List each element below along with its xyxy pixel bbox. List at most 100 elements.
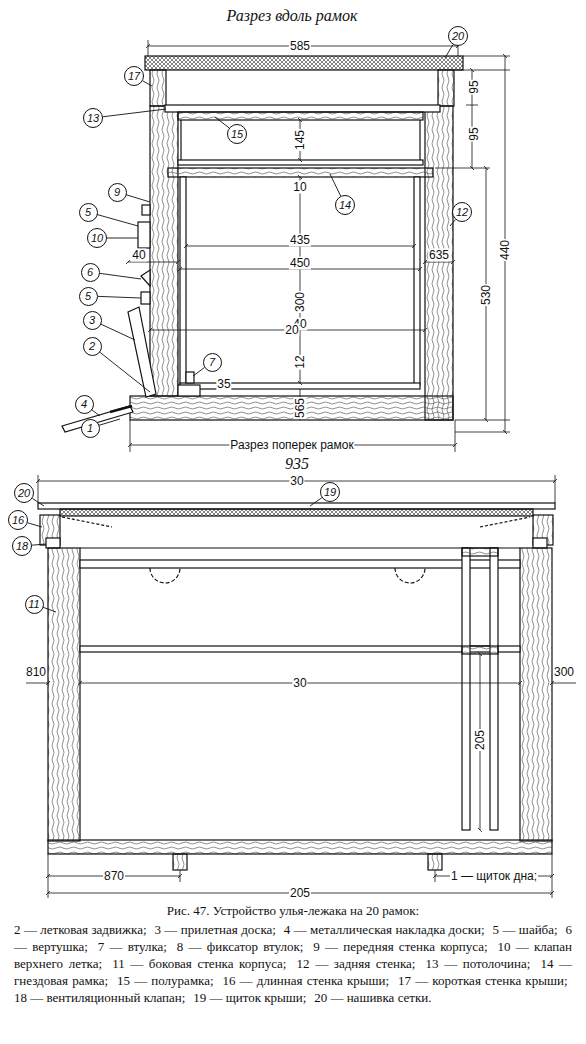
dimension-label: 205 bbox=[289, 887, 311, 900]
legend-key-item: 16 — длинная стенка крыши; bbox=[222, 973, 389, 988]
leader-line bbox=[97, 296, 141, 298]
dimension-label: 40 bbox=[131, 249, 146, 262]
callout-number: 11 bbox=[28, 599, 39, 610]
legend-key-item: 17 — короткая стенка крыши; bbox=[398, 973, 568, 988]
legend-key-item: 5 — шайба; bbox=[493, 922, 558, 937]
callout-number: 20 bbox=[452, 31, 464, 42]
dimension-label: 1 — щиток дна; bbox=[450, 870, 538, 883]
callout-number: 13 bbox=[87, 113, 99, 124]
callout-number: 20 bbox=[18, 488, 30, 499]
callout-circle: 17 bbox=[124, 66, 144, 86]
leader-line bbox=[107, 238, 138, 239]
leader-line bbox=[101, 324, 135, 340]
leader-line bbox=[97, 215, 138, 226]
leader-line bbox=[103, 109, 166, 117]
callout-number: 2 bbox=[89, 341, 95, 352]
legend-key-item: 12 — задняя стенка; bbox=[297, 956, 416, 971]
callout-number: 15 bbox=[231, 129, 243, 140]
dimension-label: 95 bbox=[468, 126, 481, 141]
leader-line bbox=[99, 273, 141, 279]
callout-number: 14 bbox=[339, 200, 351, 211]
leader-line bbox=[28, 523, 42, 527]
dimension-label: 810 bbox=[25, 666, 47, 679]
leader-line bbox=[126, 195, 150, 202]
section-title: Разрез вдоль рамок bbox=[226, 7, 359, 25]
dimension-label: 635 bbox=[428, 249, 450, 262]
callout-number: 7 bbox=[209, 357, 215, 368]
dimension-label: 300 bbox=[294, 291, 307, 313]
callout-circle: 3 bbox=[83, 311, 102, 330]
caption-block: Рис. 47. Устройство улья-лежака на 20 ра… bbox=[14, 902, 572, 1006]
callout-number: 1 bbox=[87, 423, 93, 434]
callout-number: 10 bbox=[91, 233, 103, 244]
callout-number: 6 bbox=[87, 267, 93, 278]
section-title: 935 bbox=[284, 455, 310, 473]
leader-line bbox=[32, 498, 44, 506]
callout-circle: 5 bbox=[79, 203, 98, 222]
callout-circle: 18 bbox=[12, 536, 32, 556]
legend-key-item: 2 — летковая задвижка; bbox=[14, 922, 147, 937]
callout-circle: 7 bbox=[203, 353, 222, 372]
callout-circle: 19 bbox=[320, 482, 340, 502]
leader-line bbox=[215, 117, 229, 128]
dimension-label: 30 bbox=[289, 475, 304, 488]
callout-circle: 9 bbox=[108, 183, 127, 202]
dimension-label: 585 bbox=[289, 40, 311, 53]
leader-line bbox=[310, 498, 322, 506]
leader-line bbox=[32, 544, 46, 545]
callout-circle: 16 bbox=[8, 510, 28, 530]
callout-number: 9 bbox=[114, 187, 120, 198]
dimension-label: Разрез поперек рамок bbox=[229, 439, 354, 452]
callout-number: 19 bbox=[324, 487, 336, 498]
callout-circle: 15 bbox=[227, 124, 247, 144]
legend-key-item: 4 — металлическая накладка доски; bbox=[284, 922, 485, 937]
leader-line bbox=[43, 607, 56, 612]
dimension-label: 450 bbox=[289, 257, 311, 270]
callout-number: 4 bbox=[81, 399, 87, 410]
callout-circle: 2 bbox=[83, 337, 102, 356]
leader-line bbox=[445, 45, 453, 58]
legend-key-item: 8 — фиксатор втулок; bbox=[177, 939, 304, 954]
callout-number: 5 bbox=[85, 291, 91, 302]
callout-number: 12 bbox=[456, 207, 468, 218]
legend-key-item: 9 — передняя стенка корпуса; bbox=[313, 939, 487, 954]
callout-number: 3 bbox=[89, 315, 95, 326]
callout-circle: 1 bbox=[81, 419, 100, 438]
callout-circle: 11 bbox=[25, 595, 44, 614]
legend-key-item: 13 — потолочина; bbox=[426, 956, 531, 971]
leader-line bbox=[193, 368, 204, 376]
dimension-label: 565 bbox=[294, 397, 307, 419]
leader-line bbox=[450, 220, 455, 226]
dimension-label: 20 bbox=[284, 324, 299, 337]
callout-number: 17 bbox=[128, 71, 140, 82]
callout-circle: 4 bbox=[75, 395, 94, 414]
dimension-label: 145 bbox=[294, 129, 307, 151]
callout-circle: 5 bbox=[79, 287, 98, 306]
dimension-label: 10 bbox=[292, 181, 307, 194]
dimension-label: 870 bbox=[103, 870, 125, 883]
callout-circle: 14 bbox=[335, 195, 355, 215]
dimension-label: 30 bbox=[292, 677, 307, 690]
legend-key-item: 3 — прилетная доска; bbox=[154, 922, 275, 937]
callout-circle: 13 bbox=[83, 108, 103, 128]
leader-line bbox=[99, 419, 120, 425]
dimension-label: 205 bbox=[474, 729, 487, 751]
legend-key-item: 15 — полурамка; bbox=[117, 973, 214, 988]
legend-key-item: 19 — щиток крыши; bbox=[193, 990, 306, 1005]
callout-number: 18 bbox=[16, 541, 28, 552]
dimension-label: 300 bbox=[553, 666, 575, 679]
callout-circle: 20 bbox=[448, 26, 468, 46]
callout-circle: 12 bbox=[452, 202, 472, 222]
dimension-label: 12 bbox=[294, 354, 307, 369]
legend-key-item: 20 — нашивка сетки. bbox=[314, 990, 431, 1005]
dimension-label: 35 bbox=[216, 378, 231, 391]
leader-line bbox=[92, 410, 100, 416]
dimension-label: 435 bbox=[289, 234, 311, 247]
legend-key-item: 7 — втулка; bbox=[98, 939, 167, 954]
legend-key-item: 11 — боковая стенка корпуса; bbox=[112, 956, 286, 971]
legend-key-item: 18 — вентиляционный клапан; bbox=[14, 990, 185, 1005]
dimension-label: 440 bbox=[499, 239, 512, 261]
callout-circle: 10 bbox=[87, 228, 107, 248]
callout-circle: 6 bbox=[81, 263, 100, 282]
leader-line bbox=[330, 174, 341, 196]
